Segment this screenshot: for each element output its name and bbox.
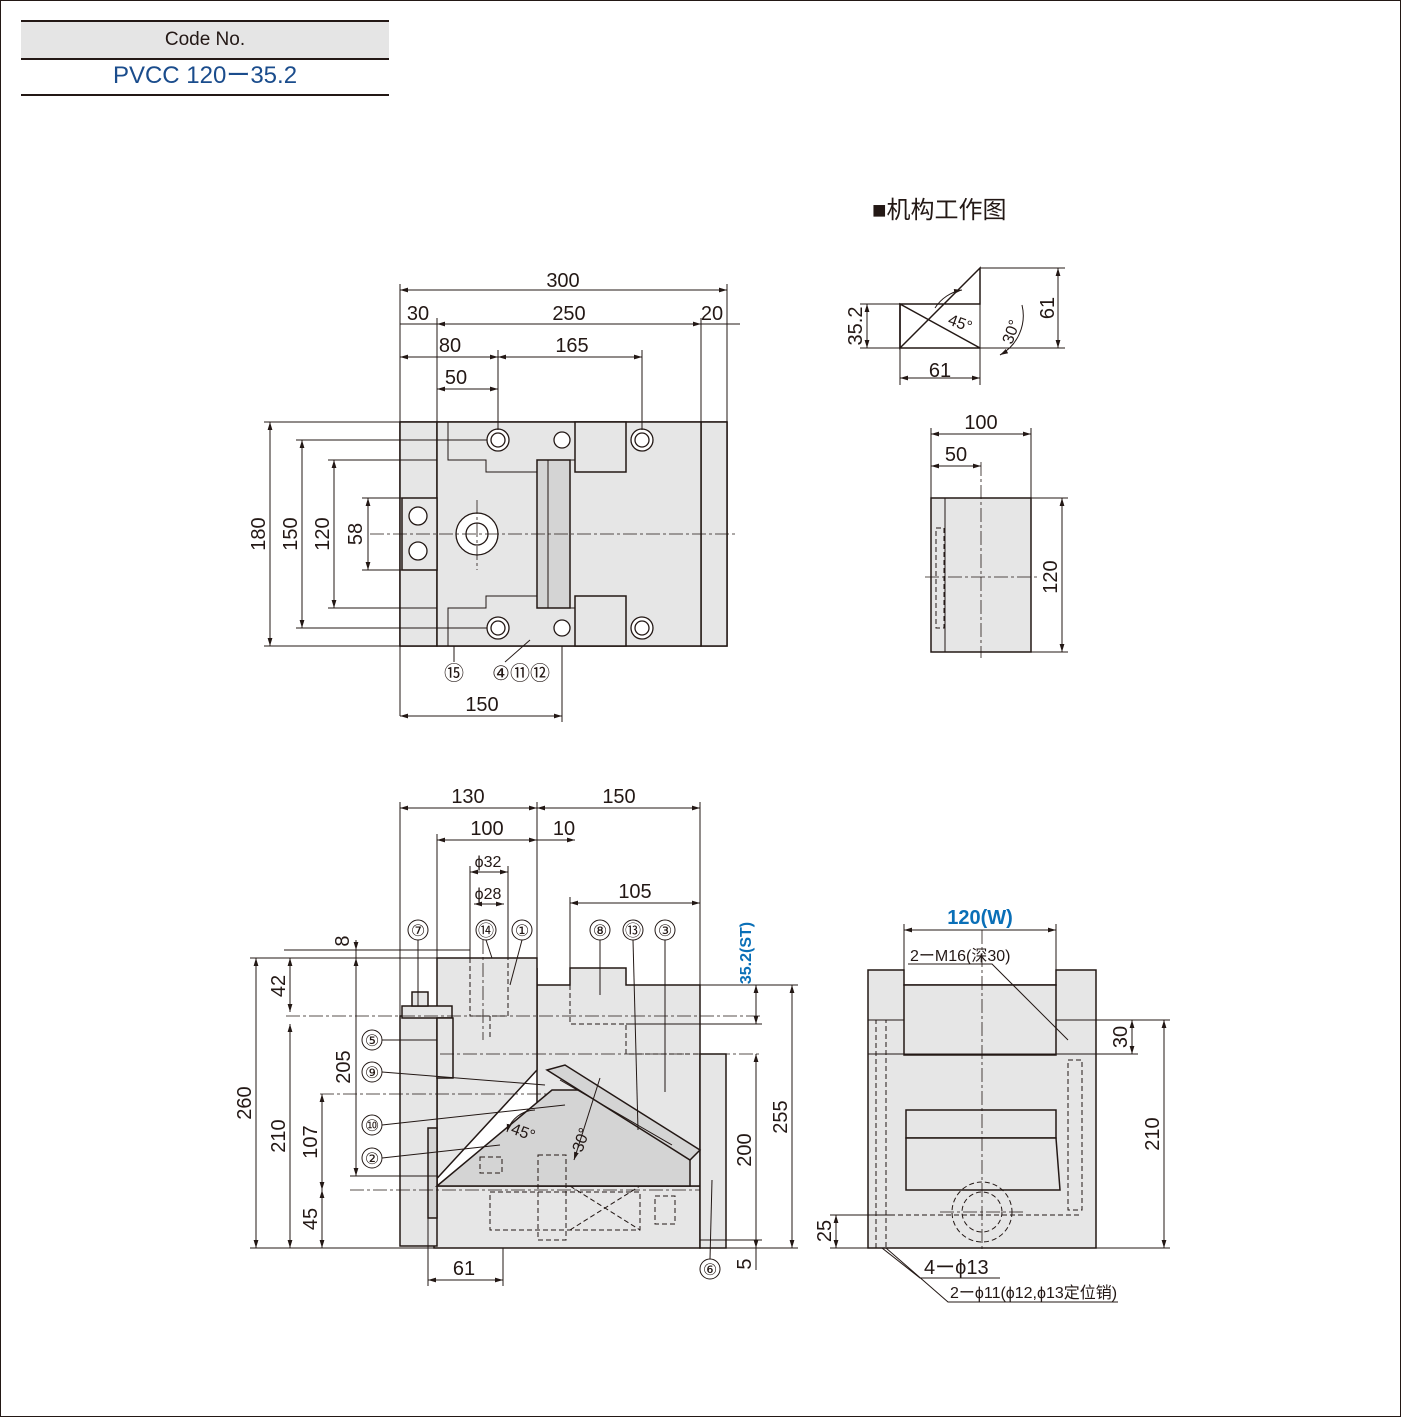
front-view-labels: 130 150 100 10 ϕ32 ϕ28 105 61 8 42 205 2… <box>234 786 792 1280</box>
small-end-view <box>925 428 1068 658</box>
dim-210: 210 <box>268 1119 290 1152</box>
dim-20: 20 <box>701 303 723 325</box>
dim-10: 10 <box>553 818 575 840</box>
callout-8: ⑧ <box>593 923 607 940</box>
dim-300: 300 <box>546 270 579 292</box>
dim-250: 250 <box>552 303 585 325</box>
dim-150: 150 <box>602 786 635 808</box>
dim-260: 260 <box>234 1086 256 1119</box>
side-view-labels: 120(W) 2ーM16(深30) 30 210 25 4ーϕ13 2ーϕ11(… <box>814 907 1164 1302</box>
dim-150-horizontal: 150 <box>465 694 498 716</box>
callout-4-11-12: ④⑪⑫ <box>492 662 550 685</box>
dim-165: 165 <box>555 335 588 357</box>
base-plate <box>433 1185 701 1249</box>
mechanism-diagram <box>860 266 1065 385</box>
code-no-value: PVCC 120ー35.2 <box>21 58 389 96</box>
dim-phi32: ϕ32 <box>475 854 502 871</box>
dim-58: 58 <box>345 523 367 545</box>
end-dim-100: 100 <box>964 412 997 434</box>
dim-8: 8 <box>332 935 354 946</box>
end-dim-120: 120 <box>1040 560 1062 593</box>
dim-61: 61 <box>453 1258 475 1280</box>
dim-100: 100 <box>470 818 503 840</box>
callout-14: ⑭ <box>478 922 494 940</box>
mech-dim-61-horizontal: 61 <box>929 360 951 382</box>
thread-label: 2ーM16(深30) <box>910 947 1010 965</box>
callout-15: ⑮ <box>444 662 464 685</box>
dim-107: 107 <box>300 1125 322 1158</box>
code-no-header: Code No. <box>21 20 389 60</box>
callout-7: ⑦ <box>411 923 425 940</box>
dim-120: 120 <box>312 517 334 550</box>
mech-angle-45: 45° <box>946 312 975 336</box>
dim-50: 50 <box>445 367 467 389</box>
end-dim-50: 50 <box>945 444 967 466</box>
dim-200: 200 <box>734 1133 756 1166</box>
mech-angle-30: 30° <box>1000 318 1024 347</box>
side-dim-25: 25 <box>814 1220 836 1242</box>
mech-dim-35-2: 35.2 <box>845 307 867 346</box>
mech-dim-61-vertical: 61 <box>1037 297 1059 319</box>
dim-130: 130 <box>451 786 484 808</box>
stroke-label: 35.2(ST) <box>738 922 755 984</box>
callout-9: ⑨ <box>365 1065 379 1082</box>
top-view-labels: 300 30 250 20 80 165 50 150 180 150 120 … <box>248 270 723 716</box>
dim-phi28: ϕ28 <box>475 886 502 903</box>
top-view <box>264 284 740 722</box>
dim-42: 42 <box>268 975 290 997</box>
side-dim-30: 30 <box>1110 1026 1132 1048</box>
dim-150-vertical: 150 <box>280 517 302 550</box>
callout-2: ② <box>365 1151 379 1168</box>
mechanism-title: ■机构工作图 <box>872 197 1007 224</box>
dim-205: 205 <box>333 1050 355 1083</box>
callout-5: ⑤ <box>365 1033 379 1050</box>
callout-1: ① <box>515 923 529 940</box>
callout-6: ⑥ <box>703 1262 717 1279</box>
dim-105: 105 <box>618 881 651 903</box>
dim-30: 30 <box>407 303 429 325</box>
dim-255: 255 <box>770 1100 792 1133</box>
pins-label: 2ーϕ11(ϕ12,ϕ13定位销) <box>950 1284 1117 1302</box>
dim-5: 5 <box>734 1258 756 1269</box>
width-label: 120(W) <box>947 907 1013 929</box>
holes-label: 4ーϕ13 <box>924 1257 989 1279</box>
front-view <box>250 802 798 1286</box>
side-dim-210: 210 <box>1142 1117 1164 1150</box>
dim-45: 45 <box>300 1208 322 1230</box>
callout-3: ③ <box>658 923 672 940</box>
callout-10: ⑩ <box>365 1118 379 1135</box>
dim-80: 80 <box>439 335 461 357</box>
callout-13: ⑬ <box>625 922 641 940</box>
side-view <box>830 924 1170 1303</box>
dim-180: 180 <box>248 517 270 550</box>
